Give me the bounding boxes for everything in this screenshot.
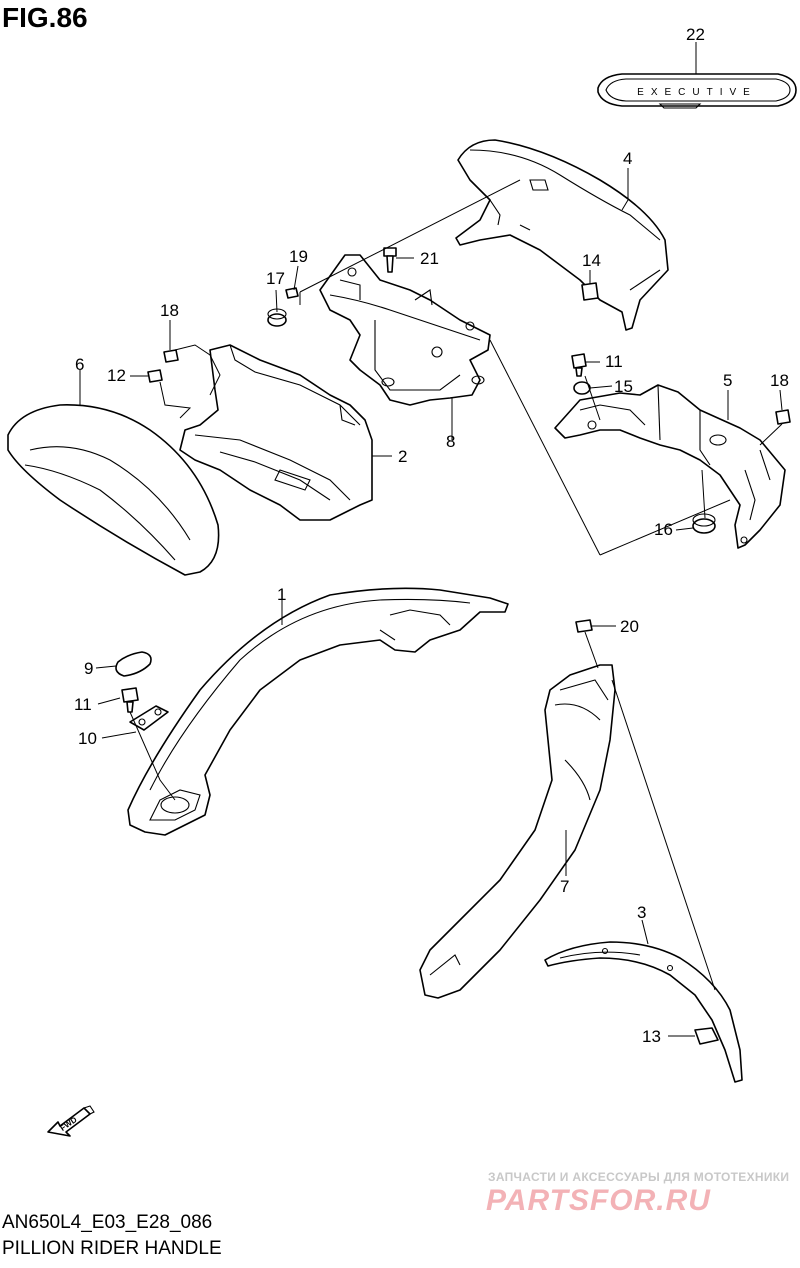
- callout-2: 2: [398, 447, 407, 466]
- emblem-text: EXECUTIVE: [637, 87, 757, 98]
- leader-lines: [79, 42, 783, 1037]
- part-10-plate: [129, 705, 169, 731]
- watermark-logo: PARTSFOR.RU: [486, 1184, 711, 1217]
- callout-9: 9: [84, 659, 93, 678]
- callout-4: 4: [623, 149, 632, 168]
- part-1-grab-handle: [127, 587, 509, 836]
- part-7-side-handle: [419, 664, 616, 999]
- part-21-screw: [383, 247, 397, 273]
- figure-title: FIG.86: [2, 2, 88, 33]
- part-8-frame-bracket: [319, 254, 491, 406]
- executive-emblem: EXECUTIVE: [597, 73, 797, 109]
- part-13-nut: [694, 1027, 719, 1045]
- part-5-lower-bracket: [554, 384, 786, 549]
- part-4-upper-cover: [455, 139, 669, 331]
- part-12-screw: [147, 369, 163, 383]
- callout-14: 14: [582, 251, 601, 270]
- callout-18-left: 18: [160, 301, 179, 320]
- figure-caption: PILLION RIDER HANDLE: [2, 1238, 222, 1259]
- callout-1: 1: [277, 585, 286, 604]
- callout-20: 20: [620, 617, 639, 636]
- callout-22: 22: [686, 25, 705, 44]
- callout-18-right: 18: [770, 371, 789, 390]
- part-18-clip-left: [163, 349, 179, 363]
- callout-3: 3: [637, 903, 646, 922]
- part-20-screw: [575, 619, 593, 633]
- callout-13: 13: [642, 1027, 661, 1046]
- watermark-tagline: ЗАПЧАСТИ И АКСЕССУАРЫ ДЛЯ МОТОТЕХНИКИ: [488, 1170, 790, 1184]
- callout-11-upper: 11: [605, 352, 623, 371]
- model-code: AN650L4_E03_E28_086: [2, 1212, 213, 1233]
- callout-8: 8: [446, 432, 455, 451]
- callout-17: 17: [266, 269, 285, 288]
- callout-19: 19: [289, 247, 308, 266]
- part-11-bolt-lower: [121, 687, 139, 713]
- callout-10: 10: [78, 729, 97, 748]
- part-16-grommet: [692, 513, 716, 534]
- part-18-clip-right: [775, 409, 791, 425]
- callout-15: 15: [614, 377, 633, 396]
- callout-12: 12: [107, 366, 126, 385]
- callout-6: 6: [75, 355, 84, 374]
- fwd-arrow-icon: FWD: [47, 1105, 95, 1137]
- callout-7: 7: [560, 877, 569, 896]
- callout-labels: 22 4 14 19 21 17 18 6 12 2 8 11 15 5 18 …: [74, 25, 789, 1046]
- part-3-trim-strip: [544, 941, 743, 1083]
- part-14-clip: [581, 282, 599, 301]
- part-17-grommet: [267, 308, 287, 327]
- callout-11-lower: 11: [74, 695, 92, 714]
- part-9-cap: [115, 651, 152, 677]
- callout-16: 16: [654, 520, 673, 539]
- callout-21: 21: [420, 249, 439, 268]
- part-11-bolt-upper: [571, 353, 587, 377]
- callout-5: 5: [723, 371, 732, 390]
- part-19-screw: [285, 287, 299, 299]
- part-6-backrest-pad: [7, 404, 220, 576]
- part-2-inner-panel: [179, 344, 373, 521]
